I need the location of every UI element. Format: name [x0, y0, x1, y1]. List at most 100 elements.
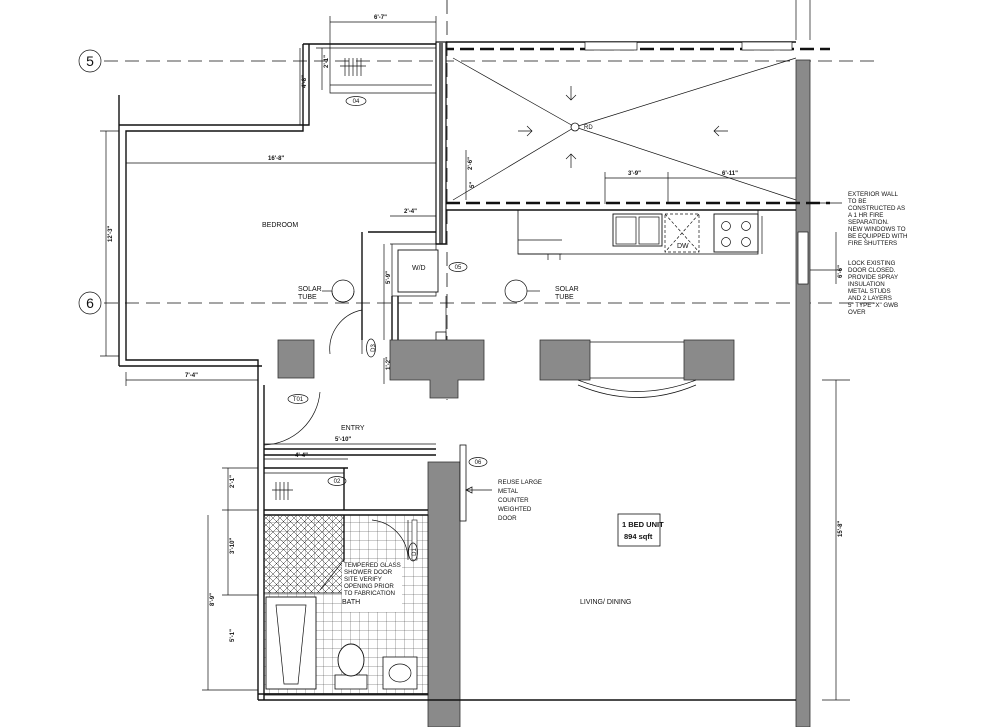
svg-text:2'-1": 2'-1" [230, 475, 236, 488]
svg-text:METAL STUDS: METAL STUDS [848, 288, 891, 295]
svg-text:12'-3": 12'-3" [108, 226, 114, 242]
door-tag-t01: T01 [293, 397, 304, 403]
svg-text:SHOWER DOOR: SHOWER DOOR [344, 569, 393, 576]
svg-text:CONSTRUCTED AS: CONSTRUCTED AS [848, 205, 905, 212]
svg-text:COUNTER: COUNTER [498, 497, 529, 504]
svg-text:A 1 HR FIRE: A 1 HR FIRE [848, 212, 883, 219]
svg-text:AND 2 LAYERS: AND 2 LAYERS [848, 295, 892, 302]
svg-text:4'-8": 4'-8" [302, 75, 308, 88]
solar-tube-right: SOLAR TUBE [504, 279, 579, 303]
svg-text:TO BE: TO BE [848, 198, 866, 205]
note-shower: TEMPERED GLASS SHOWER DOOR SITE VERIFY O… [344, 562, 401, 597]
party-wall-lower [427, 461, 461, 727]
bath: D1 [258, 514, 796, 701]
svg-text:METAL: METAL [498, 488, 519, 495]
exterior-wall-right [795, 59, 811, 727]
columns [277, 339, 735, 399]
svg-text:5'-10": 5'-10" [335, 437, 351, 443]
arrow-left-icon [713, 125, 728, 137]
svg-text:FIRE SHUTTERS: FIRE SHUTTERS [848, 240, 897, 247]
svg-text:SITE VERIFY: SITE VERIFY [344, 576, 382, 583]
svg-text:LOCK EXISTING: LOCK EXISTING [848, 260, 896, 267]
door-tag-d3: D3 [371, 344, 377, 352]
svg-text:8'-9": 8'-9" [210, 593, 216, 606]
svg-text:SOLAR: SOLAR [298, 286, 322, 293]
svg-text:EXTERIOR WALL: EXTERIOR WALL [848, 191, 899, 198]
svg-text:15'-8": 15'-8" [838, 521, 844, 537]
arrow-down-icon [565, 86, 577, 101]
door-tag-d1: D1 [412, 548, 418, 556]
room-label-entry: ENTRY [341, 425, 365, 432]
room-label-living: LIVING/ DINING [580, 599, 631, 606]
grid-label-5: 5 [86, 53, 94, 69]
note-exterior-wall: EXTERIOR WALL TO BE CONSTRUCTED AS A 1 H… [810, 191, 907, 247]
svg-text:5": 5" [470, 182, 476, 188]
svg-text:NEW WINDOWS TO: NEW WINDOWS TO [848, 226, 906, 233]
toilet [337, 643, 365, 677]
grid-bubble-6 [78, 291, 102, 315]
room-label-bedroom: BEDROOM [262, 222, 298, 229]
note-lock-door: LOCK EXISTING DOOR CLOSED. PROVIDE SPRAY… [810, 260, 898, 316]
arrow-up-icon [565, 153, 577, 168]
svg-text:5" TYPE "X" GWB: 5" TYPE "X" GWB [848, 302, 898, 309]
svg-text:3'-9": 3'-9" [628, 171, 641, 177]
svg-text:2'-6": 2'-6" [468, 157, 474, 170]
closet-02: 02 [264, 467, 428, 516]
bedroom-door-swing [329, 309, 363, 355]
washer-dryer [397, 249, 439, 293]
entry: T01 06 [257, 385, 492, 727]
unit-area: 894 sqft [624, 532, 653, 541]
closet-hangers-icon [340, 58, 366, 76]
svg-text:6'-6": 6'-6" [838, 265, 844, 278]
lavatory [382, 656, 418, 690]
tag-06: 06 [475, 460, 482, 466]
arrow-right-icon [518, 125, 533, 137]
roof-drain-tag: RD [584, 125, 593, 131]
grid-bubble-5 [78, 49, 102, 73]
unit-box [617, 513, 661, 547]
svg-text:SOLAR: SOLAR [555, 286, 579, 293]
svg-text:TEMPERED GLASS: TEMPERED GLASS [344, 562, 401, 569]
svg-text:SEPARATION.: SEPARATION. [848, 219, 889, 226]
svg-text:TUBE: TUBE [555, 294, 574, 301]
svg-text:2'-1": 2'-1" [324, 55, 330, 68]
locked-door-opening [797, 231, 809, 285]
closet-hangers-icon [272, 482, 293, 500]
svg-text:INSULATION: INSULATION [848, 281, 885, 288]
svg-text:1'-2": 1'-2" [386, 357, 392, 370]
grid-lines: 5 6 [78, 0, 880, 400]
svg-text:6'-11": 6'-11" [722, 171, 738, 177]
solar-tube-left: SOLAR TUBE [298, 279, 355, 303]
svg-text:OPENING PRIOR: OPENING PRIOR [344, 583, 394, 590]
counter-door [459, 444, 467, 522]
svg-text:BE EQUIPPED WITH: BE EQUIPPED WITH [848, 233, 907, 240]
room-label-bath: BATH [342, 599, 360, 606]
dim-top-closet: 6'-7" [374, 15, 387, 21]
svg-text:2'-4": 2'-4" [404, 209, 417, 215]
svg-text:REUSE LARGE: REUSE LARGE [498, 479, 542, 486]
bedroom-walls: W/D 05 [361, 231, 468, 343]
dimensions: 6'-7" 2'-1" 4'-8" 16'-8" 12'-3" 2'-6" 5"… [100, 15, 850, 701]
svg-text:TUBE: TUBE [298, 294, 317, 301]
closet-04: 04 [118, 43, 436, 385]
svg-text:5'-9": 5'-9" [386, 271, 392, 284]
svg-text:WEIGHTED: WEIGHTED [498, 506, 532, 513]
svg-text:7'-4": 7'-4" [185, 373, 198, 379]
svg-text:OVER: OVER [848, 309, 866, 316]
dishwasher [664, 213, 700, 253]
svg-text:TO FABRICATION: TO FABRICATION [344, 590, 395, 597]
svg-text:DOOR: DOOR [498, 515, 517, 522]
closet-tag-02: 02 [334, 479, 341, 485]
svg-text:PROVIDE SPRAY: PROVIDE SPRAY [848, 274, 898, 281]
svg-text:DOOR CLOSED.: DOOR CLOSED. [848, 267, 896, 274]
bathtub [265, 596, 317, 690]
shower-floor [263, 514, 345, 594]
solar-tube-icon [504, 279, 528, 303]
svg-text:4'-4": 4'-4" [295, 453, 308, 459]
svg-text:5'-1": 5'-1" [230, 629, 236, 642]
note-counter-door: REUSE LARGE METAL COUNTER WEIGHTED DOOR [498, 479, 542, 522]
kitchen-sink [612, 213, 663, 247]
roof-drain-icon [570, 122, 580, 132]
cooktop [713, 213, 759, 253]
